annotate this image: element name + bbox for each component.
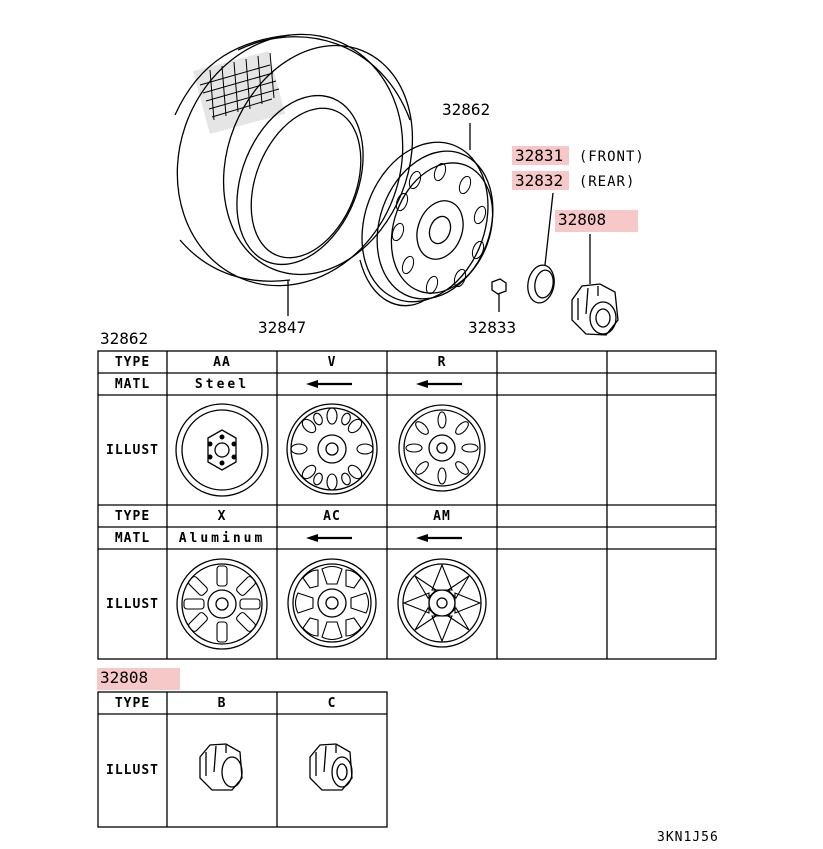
type-x: X <box>217 509 227 524</box>
wheel-illustration <box>359 123 494 307</box>
nut-cover-part-number[interactable]: 32808 <box>555 210 638 232</box>
nut-cover-b-illustration <box>199 743 243 791</box>
tire-illustration <box>174 33 414 316</box>
center-cap-rear-row: 32832 (REAR) <box>512 171 635 192</box>
center-cap-front-part-number[interactable]: 32831 <box>512 146 570 165</box>
type-b: B <box>217 696 227 711</box>
same-as-arrows <box>306 380 462 542</box>
type-aa: AA <box>213 355 231 370</box>
row1-illust-header: ILLUST <box>106 443 159 458</box>
center-cap-illustration <box>527 192 555 304</box>
center-cap-rear-note: (REAR) <box>578 174 636 190</box>
type-am: AM <box>433 509 451 524</box>
row2-illust-header: ILLUST <box>106 597 159 612</box>
nut-table-type-header: TYPE <box>114 696 151 711</box>
type-c: C <box>327 696 337 711</box>
wheel-r-illustration <box>398 404 486 492</box>
type-ac: AC <box>323 509 341 524</box>
nut-table-illust-header: ILLUST <box>106 763 159 778</box>
wheel-v-illustration <box>286 403 378 495</box>
wheel-part-number[interactable]: 32862 <box>442 100 491 119</box>
row1-type-header: TYPE <box>114 355 151 370</box>
nut-cover-c-illustration <box>309 743 353 791</box>
wheel-aa-illustration <box>175 403 269 497</box>
center-cap-rear-part-number[interactable]: 32832 <box>512 171 570 190</box>
wheel-table-title: 32862 <box>100 329 149 348</box>
matl-steel: Steel <box>194 377 250 392</box>
nut-cover-table <box>97 691 388 828</box>
nut-illustration <box>491 278 507 312</box>
wheel-am-illustration <box>397 558 487 648</box>
wheel-x-illustration <box>176 558 268 650</box>
nut-cover-illustration <box>571 234 619 336</box>
center-cap-front-row: 32831 (FRONT) <box>512 146 645 167</box>
wheel-ac-illustration <box>287 558 377 648</box>
type-r: R <box>437 355 447 370</box>
matl-aluminum: Aluminum <box>178 531 266 546</box>
tire-part-number[interactable]: 32847 <box>258 318 307 337</box>
row1-matl-header: MATL <box>114 377 151 392</box>
figure-code: 3KN1J56 <box>657 830 719 845</box>
center-cap-front-note: (FRONT) <box>578 149 645 165</box>
wheel-type-table <box>97 350 717 660</box>
type-v: V <box>327 355 337 370</box>
nut-part-number[interactable]: 32833 <box>468 318 517 337</box>
nut-cover-table-title[interactable]: 32808 <box>97 668 180 690</box>
row2-matl-header: MATL <box>114 531 151 546</box>
row2-type-header: TYPE <box>114 509 151 524</box>
